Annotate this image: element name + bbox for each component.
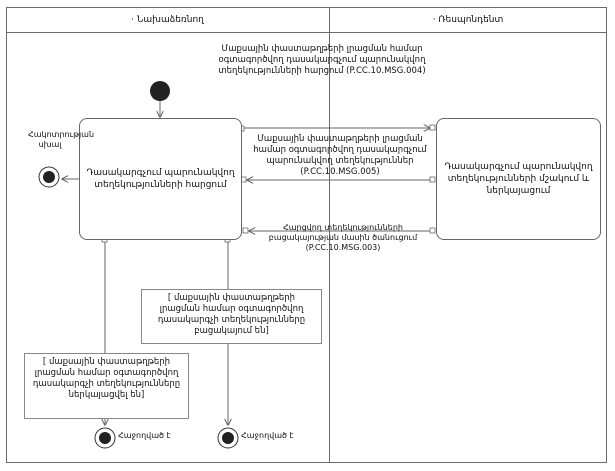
activity-request-info: Դասակարգչում պարունակվող տեղեկություններ… xyxy=(79,118,242,240)
initial-node xyxy=(150,81,170,101)
pin-process-in-004 xyxy=(429,124,436,131)
pin-request-in-003 xyxy=(242,227,249,234)
pin-process-out-005 xyxy=(429,176,436,183)
final-label-exit: Հակոտրության սխալ xyxy=(28,130,95,149)
pin-process-out-003 xyxy=(429,227,436,234)
message-label-msg003: Հարցվող տեղեկությունների բացակայության մ… xyxy=(268,223,418,252)
message-label-msg004: Մաքսային փաստաթղթերի լրացման համար օգտագ… xyxy=(218,44,426,76)
activity-process-info: Դասակարգչում պարունակվող տեղեկություններ… xyxy=(436,118,601,240)
lane-label-respondent: · Ռեսպոնդենտ xyxy=(432,14,504,25)
final-label-left: Հաջողված է xyxy=(118,431,171,440)
swimlane-frame xyxy=(6,7,607,463)
message-label-msg005: Մաքսային փաստաթղթերի լրացման համար օգտագ… xyxy=(253,134,427,177)
final-label-right: Հաջողված է xyxy=(241,431,294,440)
lane-header-initiator: · Նախաձեռնող xyxy=(6,7,329,33)
lane-header-respondent: · Ռեսպոնդենտ xyxy=(329,7,607,33)
guard-info-provided: [ մաքսային փաստաթղթերի լրացման համար օգտ… xyxy=(24,353,189,419)
lane-divider xyxy=(329,7,330,463)
guard-no-info: [ մաքսային փաստաթղթերի լրացման համար օգտ… xyxy=(141,289,322,344)
activity-process-label: Դասակարգչում պարունակվող տեղեկություններ… xyxy=(444,162,593,196)
activity-request-label: Դասակարգչում պարունակվող տեղեկություններ… xyxy=(86,168,235,190)
lane-label-initiator: · Նախաձեռնող xyxy=(131,14,204,25)
